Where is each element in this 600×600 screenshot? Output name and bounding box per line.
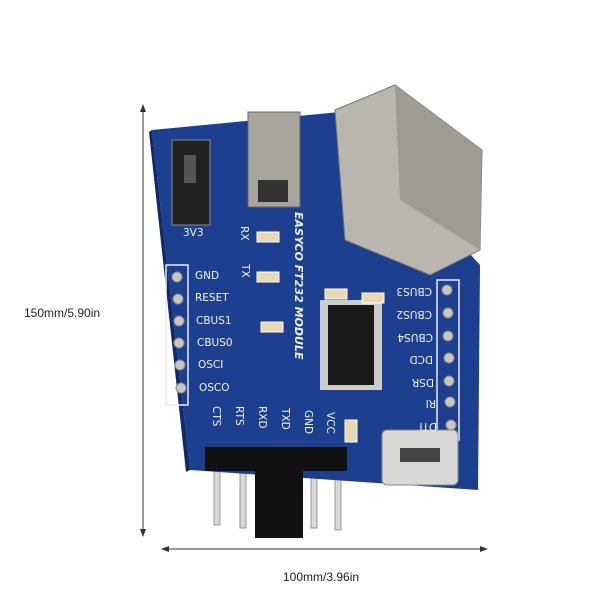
pin-label-cbus3: CBUS3 [396, 285, 432, 297]
width-label: 100mm/3.96in [283, 570, 360, 584]
pin-label-osci: OSCI [198, 359, 224, 371]
board-title: EASYCO FT232 MODULE [292, 212, 305, 360]
pin-label-gnd: GND [195, 270, 220, 282]
pin-label-dti: DTI [419, 420, 437, 432]
ft232-chip [320, 300, 382, 390]
pin-label-cbus1: CBUS1 [196, 315, 232, 327]
led-label-tx: TX [239, 264, 251, 278]
pin-label-dcd: DCD [409, 353, 433, 365]
pin-label-rxd: RXD [256, 406, 268, 429]
pin-label-ri: RI [425, 397, 436, 409]
pin-label-rts: RTS [233, 406, 245, 426]
pin-label-cbus2: CBUS2 [396, 308, 432, 320]
led-label-rx: RX [238, 226, 250, 241]
pin-label-reset: RESET [195, 292, 229, 304]
pin-label-osco: OSCO [199, 382, 230, 394]
pin-label-gnd-bottom: GND [302, 410, 314, 435]
height-label: 150mm/5.90in [24, 306, 101, 320]
pin-label-cbus0: CBUS0 [197, 337, 233, 349]
pin-label-vcc: VCC [324, 412, 336, 434]
switch-label: 3V3 [183, 227, 204, 239]
pin-label-cbus4: CBUS4 [397, 331, 433, 343]
pin-label-dsr: DSR [411, 376, 434, 388]
pin-label-txd: TXD [279, 408, 291, 430]
pin-label-cts: CTS [210, 406, 222, 427]
pin-header [205, 447, 347, 471]
